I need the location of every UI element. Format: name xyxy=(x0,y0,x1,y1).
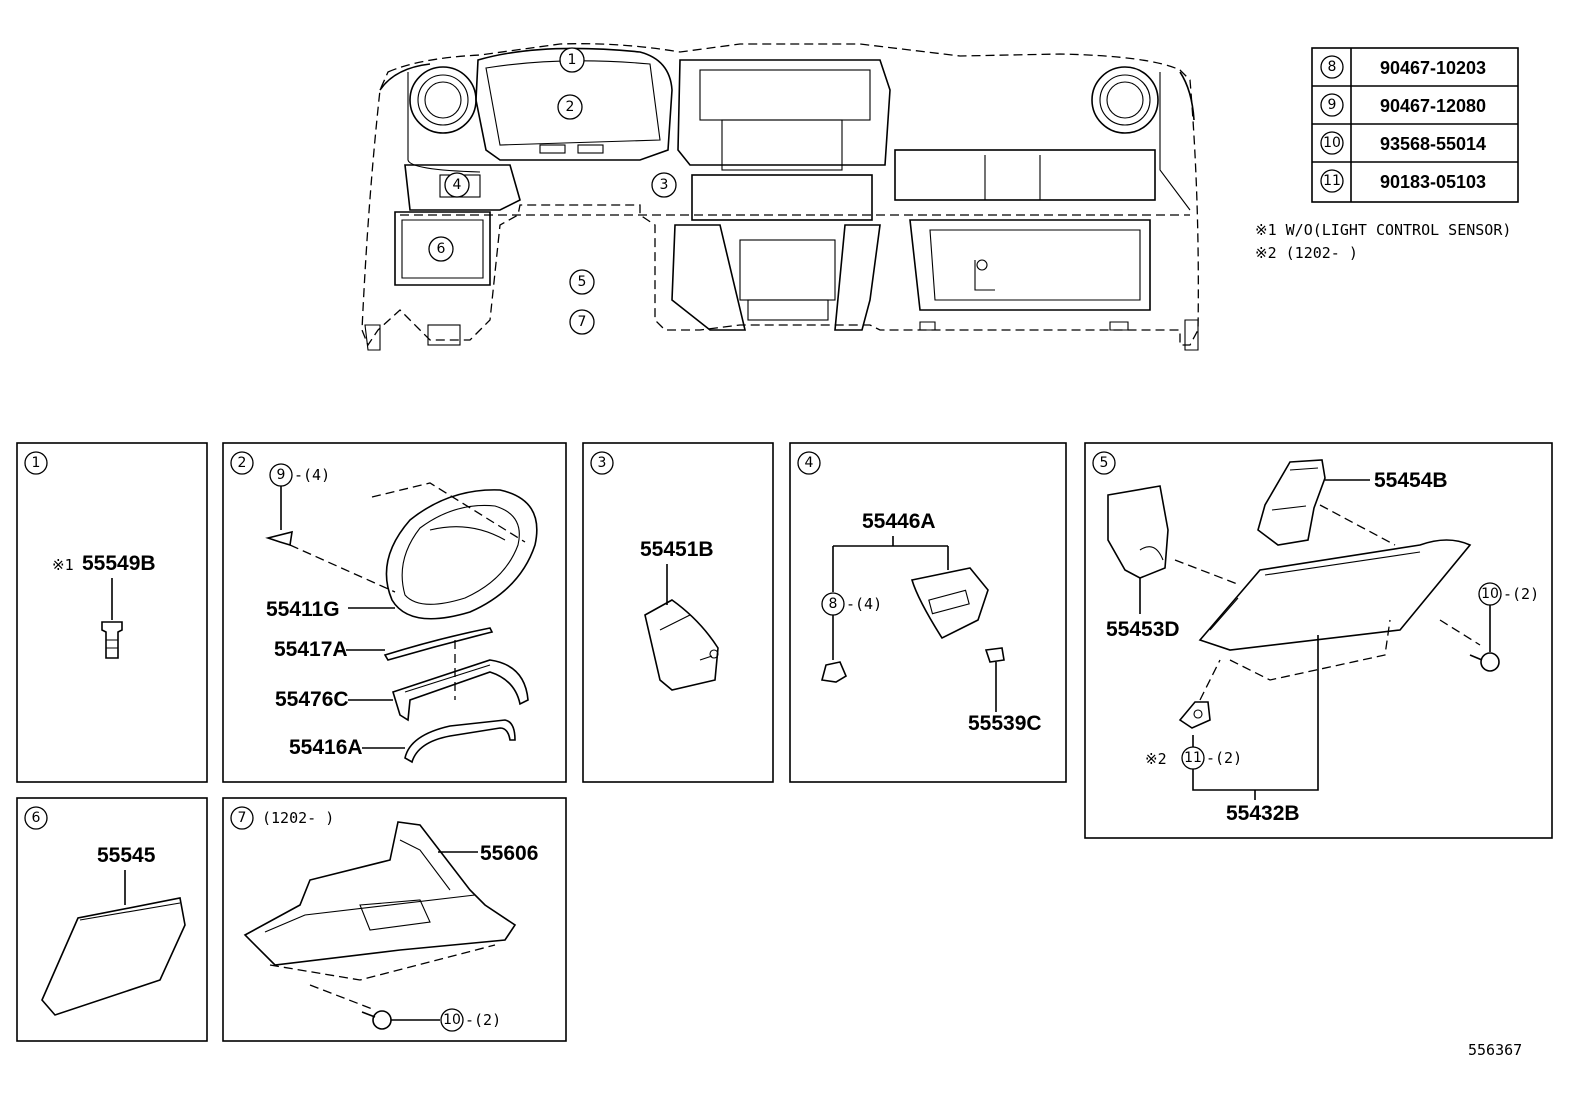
svg-text:8: 8 xyxy=(1328,59,1337,75)
svg-text:3: 3 xyxy=(660,177,669,193)
part-label: 55432B xyxy=(1226,802,1300,825)
svg-text:10: 10 xyxy=(1481,586,1499,602)
table-row: 11 90183-05103 xyxy=(1320,169,1486,193)
svg-text:8: 8 xyxy=(829,596,838,612)
svg-text:7: 7 xyxy=(238,810,247,826)
part-label: 55417A xyxy=(274,638,348,661)
panel-3: 3 55451B xyxy=(582,442,774,783)
table-row: 10 93568-55014 xyxy=(1320,131,1486,155)
note-1: ※1 W/O(LIGHT CONTROL SENSOR) xyxy=(1255,221,1511,239)
table-row: 9 90467-12080 xyxy=(1320,93,1486,117)
callout-5: 5 xyxy=(569,269,595,295)
svg-text:10: 10 xyxy=(443,1012,461,1028)
svg-text:90467-10203: 90467-10203 xyxy=(1380,58,1486,78)
panel-2: 2 9 -(4) 55411G 55417A 55476C 55416A xyxy=(222,442,567,783)
svg-text:1: 1 xyxy=(568,52,577,68)
svg-text:5: 5 xyxy=(1100,455,1109,471)
svg-text:-(2): -(2) xyxy=(465,1011,501,1029)
part-label: 55476C xyxy=(275,688,349,711)
svg-text:※2: ※2 xyxy=(1145,750,1167,768)
svg-text:-(4): -(4) xyxy=(846,595,882,613)
overview-callouts: 1 2 3 4 5 6 7 xyxy=(428,47,677,335)
svg-text:90183-05103: 90183-05103 xyxy=(1380,172,1486,192)
svg-text:※1: ※1 xyxy=(52,556,74,574)
part-label: 55545 xyxy=(97,844,156,867)
parts-table: 8 90467-10203 9 90467-12080 10 93568-550… xyxy=(1311,47,1519,203)
svg-text:90467-12080: 90467-12080 xyxy=(1380,96,1486,116)
svg-text:-(2): -(2) xyxy=(1503,585,1539,603)
callout-4: 4 xyxy=(444,172,470,198)
part-label: 55539C xyxy=(968,712,1042,735)
callout-3: 3 xyxy=(651,172,677,198)
svg-text:10: 10 xyxy=(1323,135,1341,151)
panel-1: 1 ※1 55549B xyxy=(16,442,208,783)
svg-text:11: 11 xyxy=(1184,750,1202,766)
callout-7: 7 xyxy=(569,309,595,335)
svg-text:7: 7 xyxy=(578,314,587,330)
svg-text:4: 4 xyxy=(453,177,462,193)
svg-text:11: 11 xyxy=(1323,173,1341,189)
svg-text:6: 6 xyxy=(437,241,446,257)
part-label: 55549B xyxy=(82,552,156,575)
svg-text:4: 4 xyxy=(805,455,814,471)
svg-text:9: 9 xyxy=(1328,97,1337,113)
part-label: 55451B xyxy=(640,538,714,561)
svg-text:6: 6 xyxy=(32,810,41,826)
figure-id: 556367 xyxy=(1468,1041,1522,1059)
svg-text:(1202- ): (1202- ) xyxy=(262,809,334,827)
panel-7: 7 (1202- ) 55606 10 -(2) xyxy=(222,797,567,1042)
svg-text:-(2): -(2) xyxy=(1206,749,1242,767)
panel-4: 4 55446A 8 -(4) 55539C xyxy=(789,442,1067,783)
svg-text:2: 2 xyxy=(566,99,575,115)
part-label: 55446A xyxy=(862,510,936,533)
part-label: 55453D xyxy=(1106,618,1180,641)
svg-text:-(4): -(4) xyxy=(294,466,330,484)
callout-1: 1 xyxy=(559,47,585,73)
svg-text:93568-55014: 93568-55014 xyxy=(1380,134,1486,154)
panel-6: 6 55545 xyxy=(16,797,208,1042)
part-label: 55416A xyxy=(289,736,363,759)
svg-text:2: 2 xyxy=(238,455,247,471)
dashboard-overview xyxy=(361,43,1199,351)
part-label: 55411G xyxy=(266,598,340,621)
part-label: 55454B xyxy=(1374,469,1448,492)
note-2: ※2 (1202- ) xyxy=(1255,244,1358,262)
svg-text:3: 3 xyxy=(598,455,607,471)
svg-text:9: 9 xyxy=(277,467,286,483)
callout-6: 6 xyxy=(428,236,454,262)
callout-2: 2 xyxy=(557,94,583,120)
part-label: 55606 xyxy=(480,842,538,865)
panel-5: 5 55454B 55453D 10 -(2) ※2 11 -(2) 55432… xyxy=(1084,442,1553,839)
table-row: 8 90467-10203 xyxy=(1320,55,1486,79)
svg-text:5: 5 xyxy=(578,274,587,290)
svg-text:1: 1 xyxy=(32,455,41,471)
